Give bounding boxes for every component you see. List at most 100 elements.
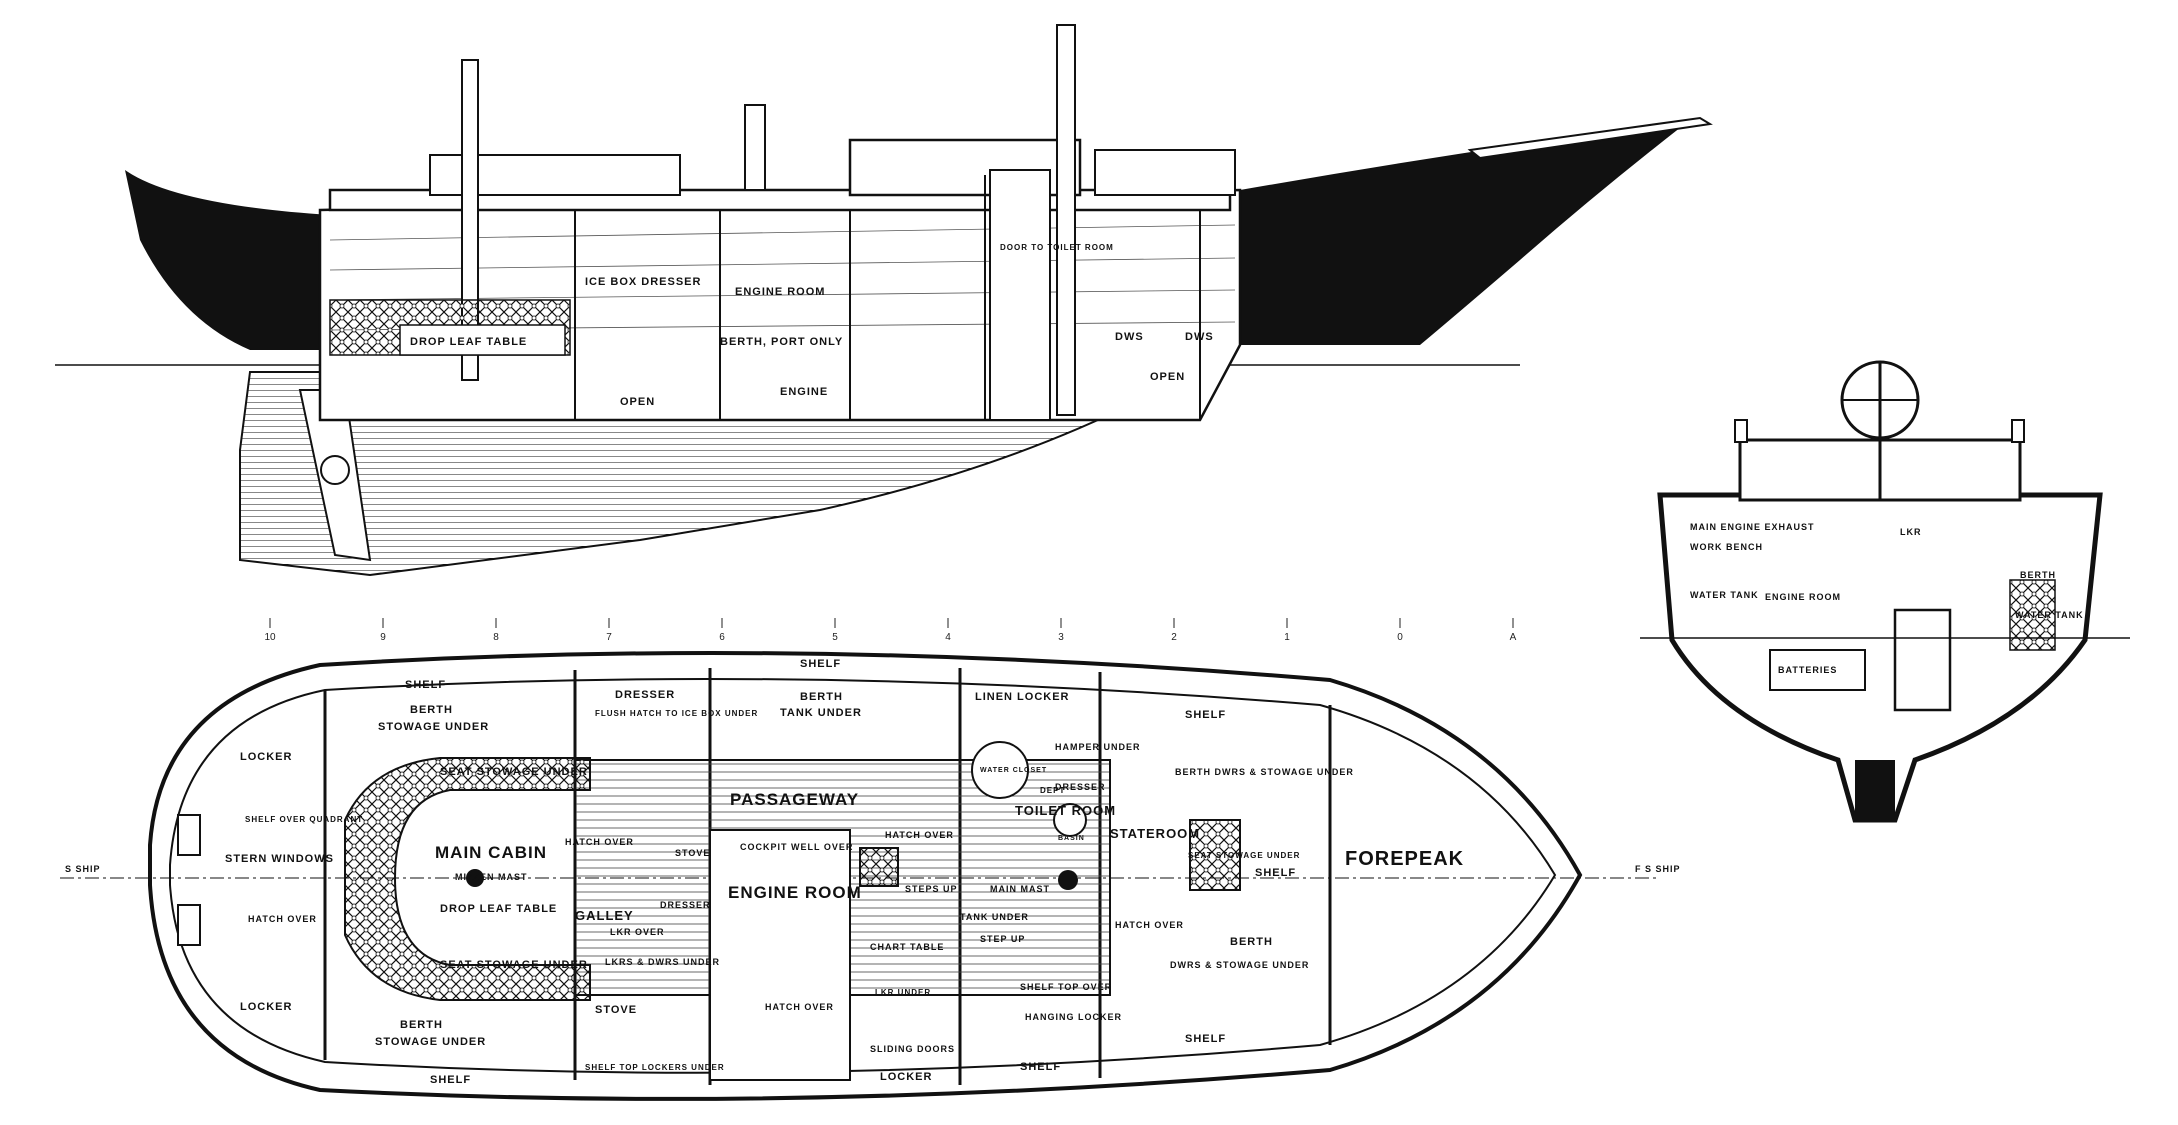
label-engine: ENGINE xyxy=(780,386,828,398)
label-dws-1: DWS xyxy=(1115,331,1144,343)
label-shelf: SHELF xyxy=(800,658,841,670)
mizzen-mast-icon xyxy=(466,869,484,887)
stern-hull xyxy=(125,170,330,350)
profile-bulkheads xyxy=(574,175,1201,420)
stern-window-upper xyxy=(177,814,201,856)
section-view: MAIN ENGINE EXHAUST WORK BENCH LKR BERTH… xyxy=(1640,360,2130,823)
label-shelf-top-lockers: SHELF TOP LOCKERS UNDER xyxy=(585,1063,725,1072)
label-flush-hatch: FLUSH HATCH TO ICE BOX UNDER xyxy=(595,709,758,718)
label-open-1: OPEN xyxy=(620,396,655,408)
label-mizzen-mast: MIZZEN MAST xyxy=(455,872,528,882)
label-sliding-doors: SLIDING DOORS xyxy=(870,1044,955,1054)
label-berth-port-only: BERTH, PORT ONLY xyxy=(720,336,843,348)
label-seat-stowage: SEAT STOWAGE UNDER xyxy=(440,766,588,778)
label-shelf: SHELF xyxy=(1185,709,1226,721)
label-seat-stowage: SEAT STOWAGE UNDER xyxy=(440,959,588,971)
label-main-mast: MAIN MAST xyxy=(990,884,1050,894)
label-water-closet: WATER CLOSET xyxy=(980,767,1047,774)
bowsprit xyxy=(1467,116,1713,160)
label-berth-section: BERTH xyxy=(2020,570,2056,580)
bow-hull xyxy=(1240,120,1690,345)
station-label: 0 xyxy=(1397,632,1403,643)
label-engine-room-section: ENGINE ROOM xyxy=(1765,592,1841,602)
label-cockpit-well: COCKPIT WELL OVER xyxy=(740,842,853,852)
label-berth-dwrs: BERTH DWRS & STOWAGE UNDER xyxy=(1175,767,1354,777)
batteries-box xyxy=(1769,649,1866,691)
plan-labels: SHELF BERTH STOWAGE UNDER DRESSER FLUSH … xyxy=(65,658,1680,1086)
label-hatch-over: HATCH OVER xyxy=(1115,920,1184,930)
label-drop-leaf-table-profile: DROP LEAF TABLE xyxy=(410,336,527,348)
forward-trunk xyxy=(1094,149,1236,196)
label-berth: BERTH xyxy=(1230,936,1273,948)
label-berth: BERTH xyxy=(400,1019,443,1031)
plan-view: SHELF BERTH STOWAGE UNDER DRESSER FLUSH … xyxy=(60,651,1680,1101)
label-shelf: SHELF xyxy=(1020,1061,1061,1073)
label-stove: STOVE xyxy=(675,848,710,858)
label-shelf-over-quadrant: SHELF OVER QUADRANT xyxy=(245,815,363,824)
label-lkr: LKR xyxy=(1900,527,1922,537)
label-drop-leaf-table: DROP LEAF TABLE xyxy=(440,903,557,915)
label-engine-room-plan: ENGINE ROOM xyxy=(728,883,862,902)
station-label: 3 xyxy=(1058,632,1064,643)
label-stern-windows: STERN WINDOWS xyxy=(225,853,334,865)
label-dwrs-stowage: DWRS & STOWAGE UNDER xyxy=(1170,960,1309,970)
station-label: 8 xyxy=(493,632,499,643)
label-lkr-over: LKR OVER xyxy=(610,927,665,937)
label-locker: LOCKER xyxy=(240,751,292,763)
label-forepeak: FOREPEAK xyxy=(1345,848,1464,870)
stern-window-lower xyxy=(177,904,201,946)
label-dept: DEPT xyxy=(1040,786,1065,795)
label-shelf: SHELF xyxy=(1185,1033,1226,1045)
main-mast xyxy=(1056,24,1076,416)
label-linen-locker: LINEN LOCKER xyxy=(975,691,1070,703)
label-hatch-over: HATCH OVER xyxy=(248,914,317,924)
label-hatch-over: HATCH OVER xyxy=(885,830,954,840)
label-tank-under: TANK UNDER xyxy=(780,707,862,719)
label-hatch-over: HATCH OVER xyxy=(565,837,634,847)
label-ship-aft: S SHIP xyxy=(65,864,101,874)
label-water-tank-right: WATER TANK xyxy=(2015,610,2084,620)
propeller-icon xyxy=(320,455,350,485)
label-engine-room-profile: ENGINE ROOM xyxy=(735,286,825,298)
keel xyxy=(1855,760,1895,820)
label-batteries: BATTERIES xyxy=(1778,665,1837,675)
station-label: 6 xyxy=(719,632,725,643)
label-lkr-under: LKR UNDER xyxy=(875,988,931,997)
label-hanging-locker: HANGING LOCKER xyxy=(1025,1012,1122,1022)
water-closet-icon xyxy=(971,741,1029,799)
main-mast-icon xyxy=(1058,870,1078,890)
label-berth: BERTH xyxy=(410,704,453,716)
stateroom-seat xyxy=(1189,819,1241,891)
engine-block xyxy=(1893,608,1952,712)
label-seat-stowage: SEAT STOWAGE UNDER xyxy=(1188,851,1300,860)
ventilator xyxy=(744,104,766,191)
label-stateroom: STATEROOM xyxy=(1110,826,1200,841)
station-label: 7 xyxy=(606,632,612,643)
label-dresser: DRESSER xyxy=(1055,782,1106,792)
label-chart-table: CHART TABLE xyxy=(870,942,944,952)
vent-right xyxy=(2011,419,2025,443)
label-shelf: SHELF xyxy=(405,679,446,691)
label-shelf-top-over: SHELF TOP OVER xyxy=(1020,982,1112,992)
vent-left xyxy=(1734,419,1748,443)
station-label: 9 xyxy=(380,632,386,643)
label-stowage-under: STOWAGE UNDER xyxy=(375,1036,486,1048)
label-hamper-under: HAMPER UNDER xyxy=(1055,742,1141,752)
station-label: A xyxy=(1510,632,1517,643)
label-work-bench: WORK BENCH xyxy=(1690,542,1763,552)
label-ice-box-dresser: ICE BOX DRESSER xyxy=(585,276,701,288)
label-water-tank-left: WATER TANK xyxy=(1690,590,1759,600)
engine-room-box xyxy=(709,829,851,1081)
basin-icon xyxy=(1053,803,1087,837)
label-shelf: SHELF xyxy=(1255,867,1296,879)
label-stove: STOVE xyxy=(595,1004,637,1016)
steps-grating xyxy=(859,847,899,887)
label-berth: BERTH xyxy=(800,691,843,703)
label-step-up: STEP UP xyxy=(980,934,1025,944)
label-locker: LOCKER xyxy=(240,1001,292,1013)
label-main-engine-exhaust: MAIN ENGINE EXHAUST xyxy=(1690,522,1815,532)
label-toilet-room: TOILET ROOM xyxy=(1015,803,1116,818)
label-door-toilet: DOOR TO TOILET ROOM xyxy=(1000,243,1114,252)
